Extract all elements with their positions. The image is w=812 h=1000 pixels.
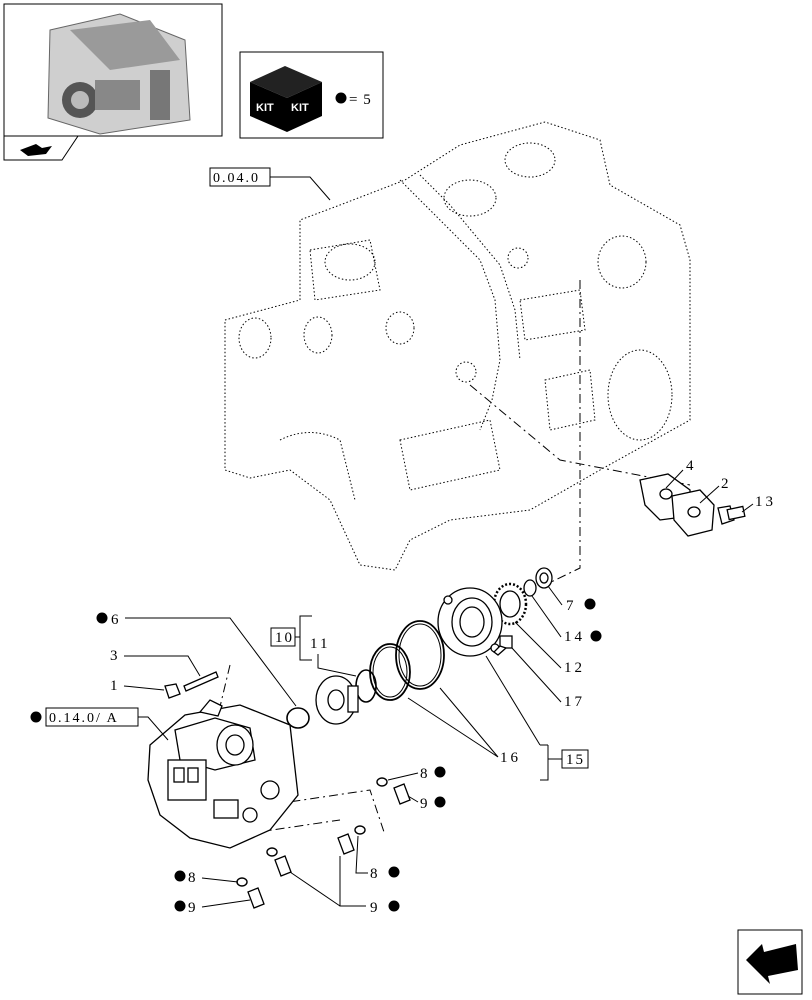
label-3: 3 — [110, 648, 121, 664]
engine-block-ref-label: 0.04.0 — [213, 171, 260, 186]
high-pressure-pump[interactable] — [147, 699, 299, 849]
part-oring-8-bottom[interactable] — [236, 877, 248, 887]
pump-ref[interactable]: 0.14.0/ A — [30, 707, 169, 741]
bullet-icon — [434, 766, 446, 778]
part-plate-2[interactable] — [671, 489, 715, 537]
part-hub-11[interactable] — [315, 675, 359, 725]
part-nut-7[interactable] — [535, 567, 553, 589]
part-bolt-13[interactable] — [717, 505, 746, 525]
engine-thumbnail[interactable] — [3, 3, 223, 137]
part-pump-flange[interactable] — [437, 587, 503, 657]
bullet-icon — [434, 796, 446, 808]
label-14: 14 — [564, 629, 585, 645]
nav-back-tab[interactable] — [3, 135, 79, 161]
part-oring-8-mid[interactable] — [354, 825, 366, 835]
nav-arrow-icon — [746, 944, 798, 984]
label-8-left: 8 — [188, 870, 199, 886]
label-2: 2 — [721, 476, 732, 492]
bullet-icon — [335, 92, 347, 104]
part-oring-6[interactable] — [286, 707, 310, 729]
label-7: 7 — [566, 598, 577, 614]
bullet-icon — [30, 711, 42, 723]
kit-legend: KIT KIT = 5 — [239, 51, 384, 139]
part-plug-9-mid[interactable] — [337, 833, 355, 855]
label-9-right: 9 — [420, 796, 431, 812]
engine-block-ref[interactable]: 0.04.0 — [209, 167, 331, 201]
part-nut-1[interactable] — [164, 683, 181, 699]
nav-next-button[interactable] — [737, 929, 803, 995]
part-washer-14[interactable] — [523, 579, 537, 597]
label-9-left: 9 — [188, 900, 199, 916]
label-8-right: 8 — [420, 766, 431, 782]
bullet-icon — [590, 630, 602, 642]
engine-block-phantom — [224, 121, 691, 571]
bullet-icon — [388, 900, 400, 912]
group-10-label: 10 — [275, 630, 294, 646]
part-gear-12[interactable] — [492, 582, 528, 626]
bullet-icon — [96, 612, 108, 624]
label-9-mid: 9 — [370, 900, 381, 916]
label-16: 16 — [500, 750, 521, 766]
nav-back-icon — [20, 144, 52, 156]
engine-thumbnail-icon — [47, 13, 191, 135]
label-8-mid: 8 — [370, 866, 381, 882]
label-6: 6 — [111, 612, 122, 628]
kit-box-icon: KIT KIT — [250, 66, 322, 132]
part-plug-9-right[interactable] — [393, 783, 411, 805]
label-13: 13 — [755, 494, 776, 510]
pump-ref-label: 0.14.0/ A — [49, 711, 119, 726]
kit-label-left: KIT — [256, 102, 274, 114]
label-12: 12 — [564, 660, 585, 676]
group-10-ref[interactable]: 10 — [270, 615, 312, 661]
label-11: 11 — [310, 636, 330, 652]
part-stud-3[interactable] — [183, 671, 219, 692]
label-1: 1 — [110, 678, 121, 694]
kit-label-right: KIT — [291, 102, 309, 114]
group-15-label: 15 — [566, 752, 585, 768]
part-oring-8-left[interactable] — [266, 847, 278, 857]
kit-count: = 5 — [349, 92, 372, 108]
part-oring-8-right[interactable] — [376, 777, 388, 787]
label-4: 4 — [686, 458, 697, 474]
group-15-ref[interactable]: 15 — [548, 749, 589, 769]
bullet-icon — [174, 900, 186, 912]
part-plug-9-left[interactable] — [274, 855, 292, 877]
part-plug-9-bottom[interactable] — [247, 887, 265, 909]
label-17: 17 — [564, 694, 585, 710]
bullet-icon — [388, 866, 400, 878]
part-bolt-17[interactable] — [493, 635, 513, 656]
bullet-icon — [584, 598, 596, 610]
bullet-icon — [174, 870, 186, 882]
part-oring-16-outer[interactable] — [395, 620, 445, 690]
